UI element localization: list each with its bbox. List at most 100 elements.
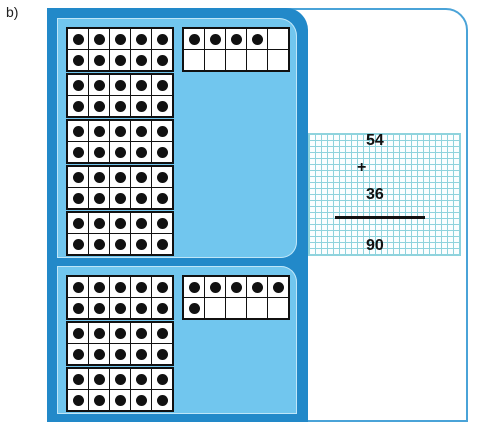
counter-dot (156, 394, 168, 406)
ten-frame-cell (131, 167, 151, 187)
counter-dot (72, 54, 84, 66)
counter-dot (72, 238, 84, 250)
ten-frame-cell (110, 323, 130, 343)
counter-dot (93, 238, 105, 250)
counter-dot (114, 373, 126, 385)
counter-dot (93, 33, 105, 45)
counter-dot (93, 192, 105, 204)
counter-dot (156, 373, 168, 385)
ten-frame-cell (184, 277, 204, 297)
counter-dot (209, 281, 221, 293)
counter-dot (156, 217, 168, 229)
ten-frame-cell (89, 298, 109, 318)
second-addend: 36 (366, 186, 384, 203)
ten-frame-cell (268, 29, 288, 49)
counter-dot (114, 281, 126, 293)
counter-dot (114, 217, 126, 229)
ten-frame-cell (184, 298, 204, 318)
counter-dot (72, 146, 84, 158)
counter-dot (251, 281, 263, 293)
ten-frame (66, 211, 174, 256)
ten-frame-cell (110, 96, 130, 116)
ten-frame-cell (152, 344, 172, 364)
counter-dot (72, 373, 84, 385)
counter-dot (114, 79, 126, 91)
ten-frame-cell (152, 298, 172, 318)
ten-frame-cell (226, 29, 246, 49)
counter-dot (114, 125, 126, 137)
ten-frame-cell (68, 213, 88, 233)
ten-frame-cell (68, 188, 88, 208)
ten-frame-cell (68, 323, 88, 343)
counter-dot (156, 171, 168, 183)
counter-dot (72, 281, 84, 293)
counter-dot (156, 302, 168, 314)
counter-dot (156, 281, 168, 293)
counter-dot (72, 125, 84, 137)
ten-frame-cell (110, 75, 130, 95)
counter-dot (114, 54, 126, 66)
counter-dot (114, 302, 126, 314)
ten-frame-cell (131, 390, 151, 410)
ten-frame-cell (110, 277, 130, 297)
ten-frame-cell (131, 142, 151, 162)
ten-frame-cell (110, 298, 130, 318)
counter-dot (114, 238, 126, 250)
counter-dot (72, 217, 84, 229)
ten-frame-cell (131, 213, 151, 233)
ten-frame-cell (68, 369, 88, 389)
ten-frame-cell (247, 29, 267, 49)
ten-frame-cell (110, 234, 130, 254)
ten-frame-cell (205, 50, 225, 70)
counter-dot (156, 33, 168, 45)
ten-frame-cell (205, 298, 225, 318)
counter-dot (114, 192, 126, 204)
ten-frame-cell (152, 142, 172, 162)
ten-frame-cell (89, 121, 109, 141)
ten-frame-cell (89, 50, 109, 70)
counter-dot (72, 327, 84, 339)
ten-frame-cell (110, 121, 130, 141)
ten-frame-cell (152, 167, 172, 187)
ten-frame-cell (131, 96, 151, 116)
counter-dot (72, 348, 84, 360)
ten-frame-cell (89, 323, 109, 343)
counter-dot (230, 281, 242, 293)
counter-dot (114, 394, 126, 406)
ten-frame-cell (68, 390, 88, 410)
ten-frame-cell (152, 323, 172, 343)
counter-dot (114, 100, 126, 112)
ten-frame (66, 367, 174, 412)
counter-dot (93, 217, 105, 229)
ten-frame-cell (68, 96, 88, 116)
counter-dot (135, 100, 147, 112)
ten-frame-cell (89, 75, 109, 95)
ten-frame-cell (268, 50, 288, 70)
ten-frame-cell (89, 234, 109, 254)
ten-frame-cell (110, 369, 130, 389)
counter-dot (135, 171, 147, 183)
counter-dot (156, 192, 168, 204)
ten-frame-cell (89, 344, 109, 364)
counter-dot (156, 125, 168, 137)
counter-dot (93, 348, 105, 360)
counter-dot (230, 33, 242, 45)
counter-dot (114, 171, 126, 183)
counter-dot (135, 302, 147, 314)
part-label: b) (6, 4, 19, 20)
ten-frame (182, 275, 290, 320)
counter-dot (72, 171, 84, 183)
ten-frame-cell (89, 213, 109, 233)
counter-dot (135, 217, 147, 229)
ten-frame-cell (152, 121, 172, 141)
counter-dot (156, 146, 168, 158)
counter-dot (188, 33, 200, 45)
ten-frame-cell (89, 29, 109, 49)
ten-frame-cell (89, 277, 109, 297)
ten-frame-cell (247, 277, 267, 297)
ten-frame (66, 119, 174, 164)
counter-dot (114, 33, 126, 45)
ten-frame-cell (152, 75, 172, 95)
counter-dot (93, 281, 105, 293)
ten-frame-cell (247, 298, 267, 318)
